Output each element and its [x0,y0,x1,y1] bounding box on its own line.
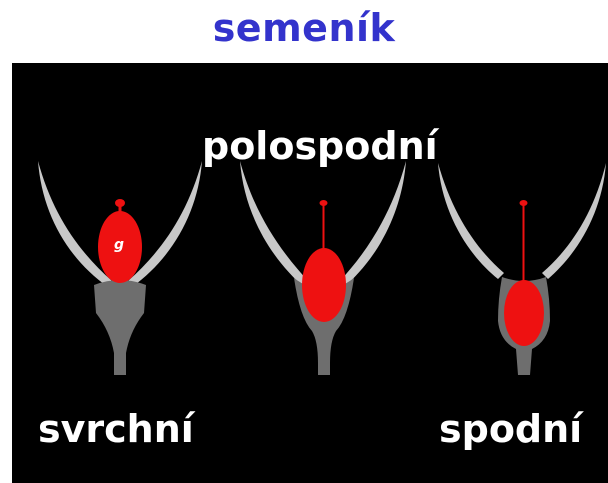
petal-left [240,161,310,289]
petal-left [438,163,504,279]
label-inferior: spodní [439,407,583,451]
flower-inferior [438,163,606,375]
ovary [98,211,142,283]
ovary [504,280,544,346]
label-superior: svrchní [38,407,194,451]
flower-diagrams: g [38,161,606,375]
flower-half-inferior [240,161,406,375]
style [118,203,122,217]
petal-right [542,163,606,279]
label-half-inferior: polospodní [202,124,438,168]
style [322,203,325,249]
stigma [319,200,328,206]
petal-right [338,161,406,289]
diagram-title: semeník [212,6,396,50]
petal-left [38,161,112,287]
style [522,203,525,283]
petal-right [128,161,202,287]
flower-superior: g [38,161,202,375]
stigma [115,199,125,207]
ovary-marker: g [114,237,124,253]
diagram-panel: g polospodní svrchní spodní [12,63,608,483]
stigma [519,200,528,206]
receptacle [94,280,146,375]
ovary [302,248,346,322]
